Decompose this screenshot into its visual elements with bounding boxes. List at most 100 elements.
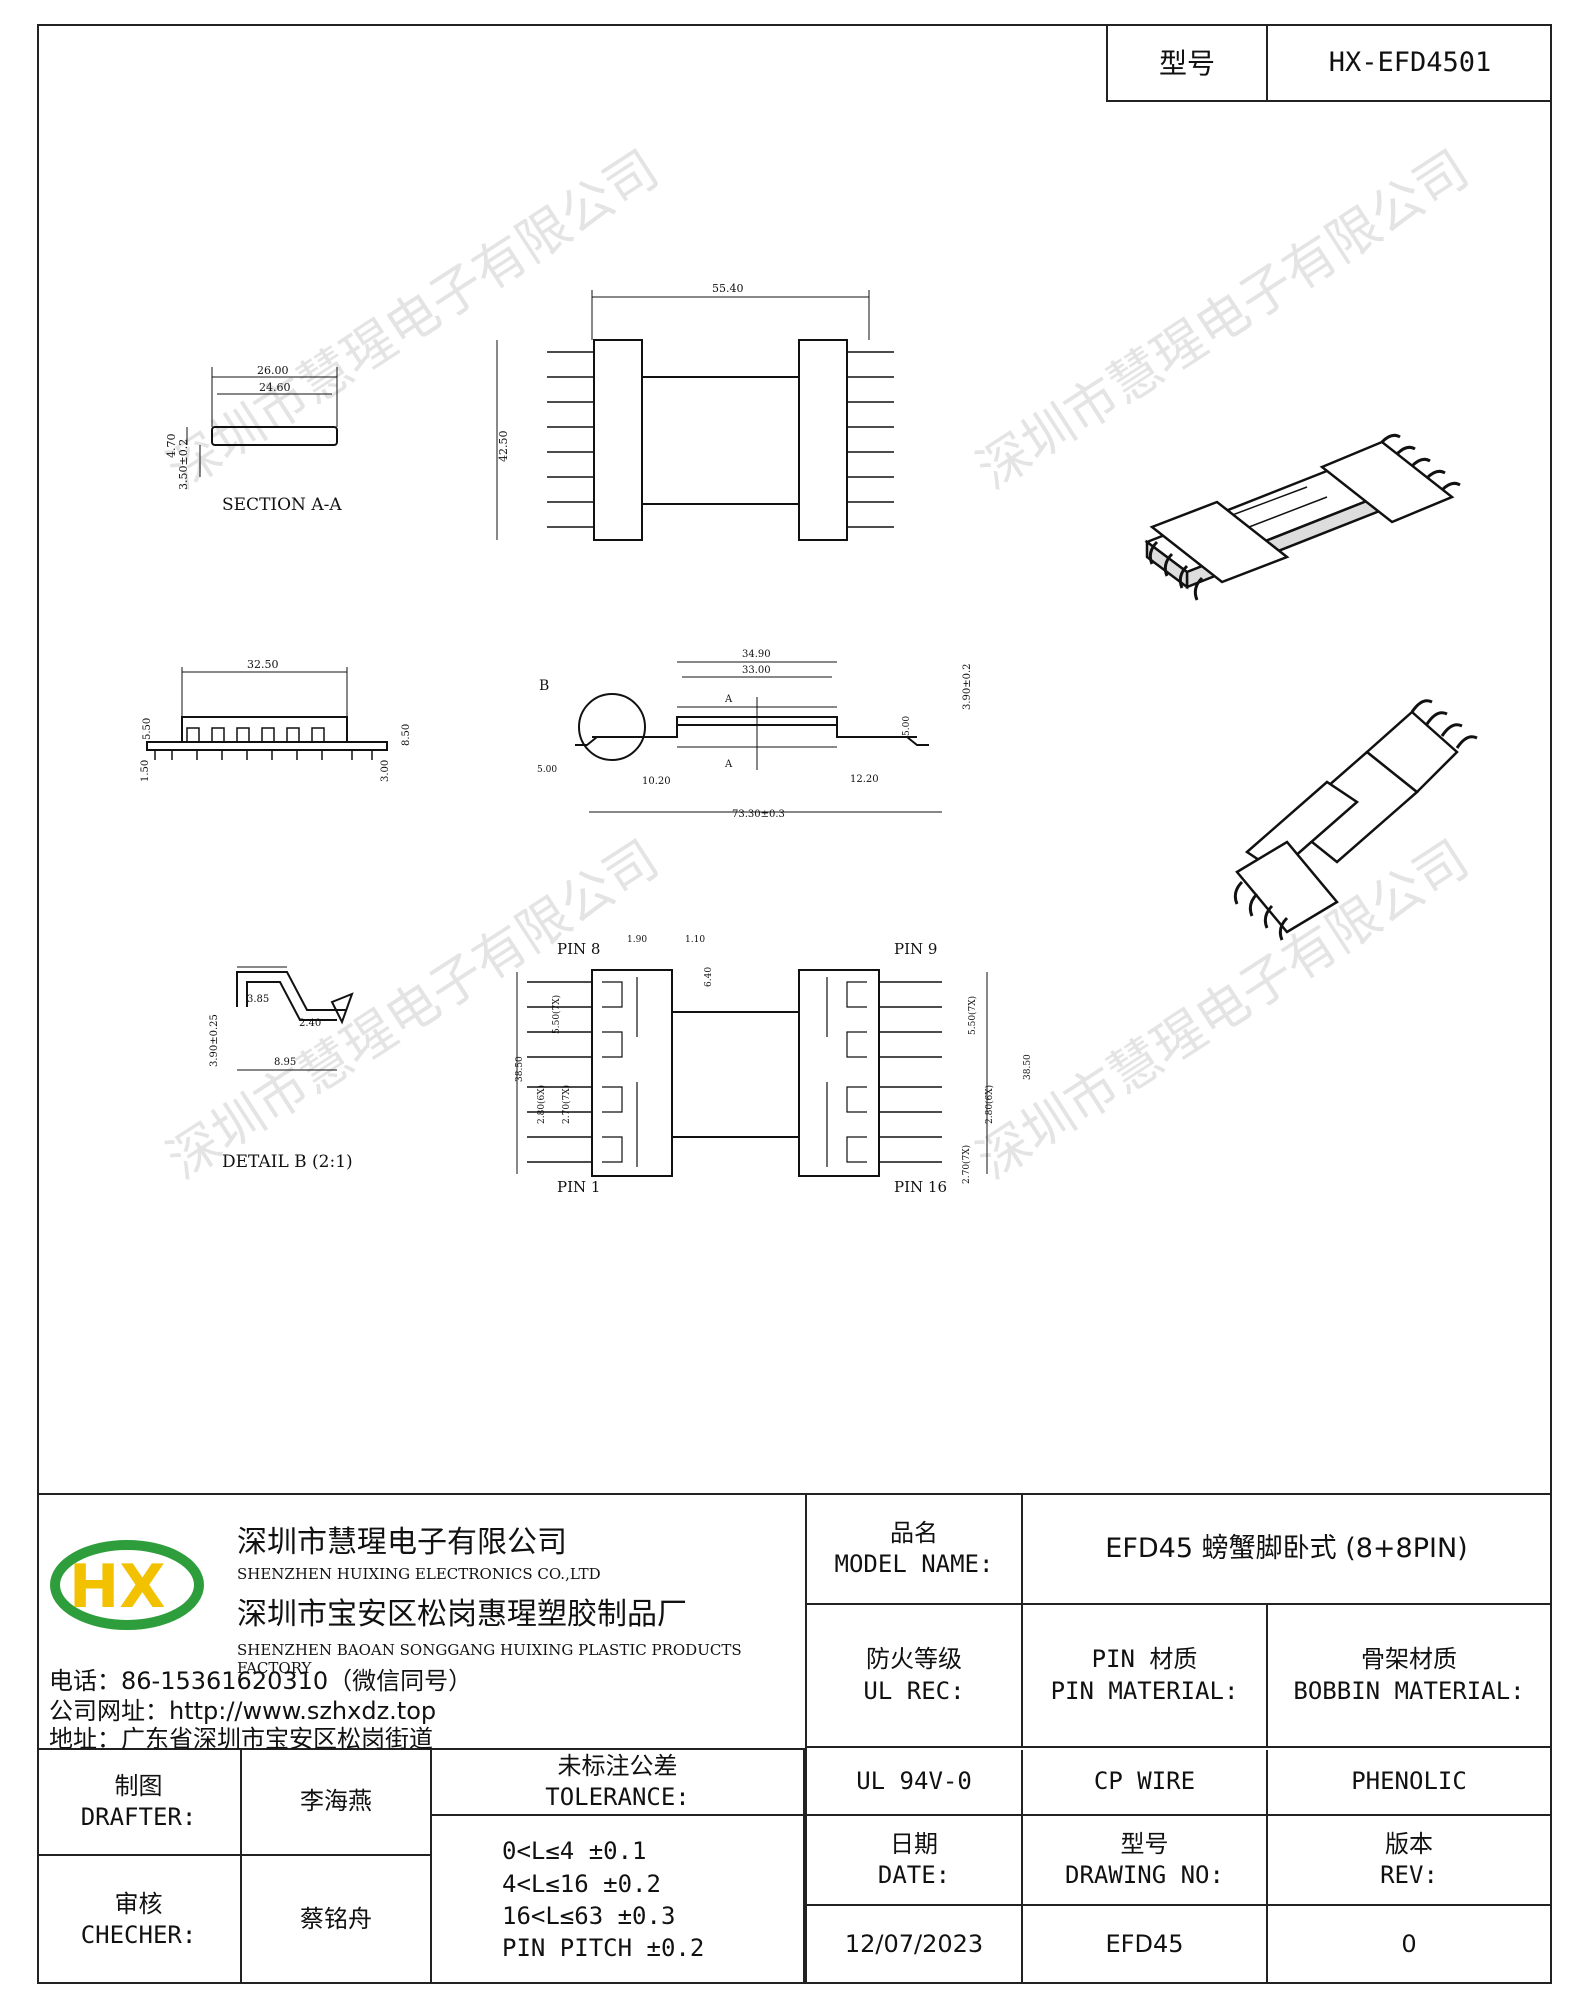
value-text: EFD45 — [1105, 1930, 1184, 1959]
dim-text: 3.85 — [247, 994, 269, 1005]
dim-text: 1.50 — [140, 760, 151, 782]
bobbin-material-label: 骨架材质 BOBBIN MATERIAL: — [1268, 1605, 1552, 1748]
tolerance-table: 0<L≤4 ±0.1 4<L≤16 ±0.2 16<L≤63 ±0.3 PIN … — [432, 1816, 805, 1984]
website-text: 公司网址：http://www.szhxdz.top — [49, 1697, 437, 1725]
label-en: DATE: — [877, 1861, 951, 1889]
date-label: 日期 DATE: — [807, 1816, 1023, 1906]
ul-rec-value: UL 94V-0 — [807, 1750, 1023, 1816]
dim-text: 1.90 — [627, 935, 647, 945]
value-text: 0 — [1401, 1930, 1417, 1959]
pin-view: PIN 8 PIN 9 PIN 1 PIN 16 1.90 1.10 6.40 … — [515, 935, 1033, 1196]
factory-name-en: SHENZHEN BAOAN SONGGANG HUIXING PLASTIC … — [237, 1641, 742, 1677]
pin-material-label: PIN 材质 PIN MATERIAL: — [1023, 1605, 1268, 1748]
company-logo: HX — [50, 1540, 204, 1630]
dim-text: 3.90±0.25 — [209, 1014, 220, 1067]
label-cn: 版本 — [1385, 1829, 1433, 1858]
drawing-no-label: 型号 DRAWING NO: — [1023, 1816, 1268, 1906]
value-text: 12/07/2023 — [844, 1930, 984, 1959]
label-en: DRAFTER: — [80, 1803, 197, 1831]
label-cn: 审核 — [114, 1889, 163, 1918]
label-cn: 骨架材质 — [1361, 1645, 1457, 1674]
pin-label-9: PIN 9 — [894, 940, 937, 958]
side-view: 34.90 33.00 A A B 73.30±0.3 10.20 12.20 … — [537, 649, 973, 820]
rev-value: 0 — [1268, 1906, 1552, 1984]
drawing-no-value: EFD45 — [1023, 1906, 1268, 1984]
dim-text: 38.50 — [515, 1056, 525, 1082]
rev-label: 版本 REV: — [1268, 1816, 1552, 1906]
label-en: BOBBIN MATERIAL: — [1293, 1676, 1525, 1705]
tolerance-row: PIN PITCH ±0.2 — [502, 1934, 705, 1963]
dim-text: 5.50 — [142, 718, 153, 740]
tolerance-row: 16<L≤63 ±0.3 — [502, 1902, 676, 1930]
top-view: 55.40 42.50 — [496, 282, 894, 541]
dim-text: 2.70(7X) — [561, 1085, 572, 1124]
section-a-a-view: 26.00 24.60 4.70 3.50±0.2 SECTION A-A — [165, 364, 342, 515]
technical-drawing: 26.00 24.60 4.70 3.50±0.2 SECTION A-A 55… — [140, 282, 1478, 1196]
label-cn: PIN 材质 — [1091, 1645, 1198, 1674]
dim-text: 42.50 — [497, 431, 510, 463]
dim-text: 2.80(6X) — [984, 1085, 995, 1124]
company-name-cn: 深圳市慧瑆电子有限公司 — [237, 1525, 567, 1560]
drafter-name: 李海燕 — [242, 1750, 432, 1856]
section-marker-a: A — [724, 759, 733, 770]
dim-text: 3.00 — [380, 760, 391, 782]
section-marker-a: A — [724, 694, 733, 705]
model-value: HX-EFD4501 — [1328, 46, 1492, 78]
label-en: TOLERANCE: — [545, 1783, 690, 1811]
detail-label: DETAIL B (2:1) — [222, 1152, 353, 1172]
dim-text: 12.20 — [850, 774, 879, 785]
label-cn: 品名 — [890, 1518, 938, 1547]
isometric-view-top — [1144, 433, 1461, 601]
drawing-sheet-border — [37, 24, 1552, 1984]
date-value: 12/07/2023 — [807, 1906, 1023, 1984]
tolerance-label: 未标注公差 TOLERANCE: — [432, 1750, 805, 1816]
dim-text: 3.90±0.2 — [962, 663, 973, 710]
factory-name-cn: 深圳市宝安区松岗惠瑆塑胶制品厂 — [237, 1597, 687, 1632]
label-cn: 型号 — [1120, 1829, 1169, 1858]
value-text: CP WIRE — [1093, 1767, 1196, 1796]
model-name-value: EFD45 螃蟹脚卧式 (8+8PIN) — [1023, 1495, 1552, 1605]
logo-text: HX — [69, 1552, 165, 1622]
tolerance-row: 0<L≤4 ±0.1 — [502, 1837, 647, 1866]
label-en: UL REC: — [863, 1676, 965, 1705]
model-header-box: 型号 HX-EFD4501 — [1106, 24, 1552, 102]
dim-text: 3.50±0.2 — [177, 439, 190, 490]
dim-text: 1.10 — [685, 935, 705, 945]
label-cn: 未标注公差 — [557, 1751, 678, 1780]
company-info: HX 深圳市慧瑆电子有限公司 SHENZHEN HUIXING ELECTRON… — [37, 1493, 805, 1753]
label-cn: 日期 — [890, 1829, 938, 1858]
dim-text: 2.70(7X) — [961, 1145, 972, 1184]
label-en: CHECHER: — [80, 1921, 197, 1949]
dim-text: 33.00 — [742, 665, 771, 676]
section-label: SECTION A-A — [222, 495, 342, 515]
front-view: 32.50 5.50 8.50 1.50 3.00 — [140, 658, 412, 782]
dim-text: 24.60 — [259, 381, 291, 394]
dim-text: 55.40 — [712, 282, 744, 295]
ul-rec-label: 防火等级 UL REC: — [807, 1605, 1023, 1748]
value-text: 李海燕 — [300, 1787, 372, 1816]
model-label: 型号 — [1108, 24, 1268, 100]
label-en: MODEL NAME: — [834, 1550, 994, 1578]
company-name-en: SHENZHEN HUIXING ELECTRONICS CO.,LTD — [237, 1565, 601, 1583]
dim-text: 10.20 — [642, 776, 671, 787]
tolerance-row: 4<L≤16 ±0.2 — [502, 1869, 661, 1898]
bobbin-material-value: PHENOLIC — [1268, 1750, 1552, 1816]
dim-text: 8.50 — [401, 724, 412, 746]
pin-label-8: PIN 8 — [557, 940, 600, 958]
pin-material-value: CP WIRE — [1023, 1750, 1268, 1816]
drafter-label: 制图 DRAFTER: — [37, 1750, 242, 1856]
address-text: 地址：广东省深圳市宝安区松岗街道 — [49, 1725, 433, 1753]
dim-text: 73.30±0.3 — [732, 809, 785, 820]
label-en: REV: — [1380, 1861, 1438, 1889]
value-text: UL 94V-0 — [856, 1767, 972, 1796]
value-text: EFD45 螃蟹脚卧式 (8+8PIN) — [1105, 1533, 1468, 1565]
label-cn: 防火等级 — [866, 1645, 962, 1674]
dim-text: 26.00 — [257, 364, 289, 377]
pin-label-16: PIN 16 — [894, 1178, 947, 1196]
dim-text: 5.00 — [537, 765, 557, 775]
dim-text: 5.50(7X) — [967, 996, 978, 1035]
dim-text: 34.90 — [742, 649, 771, 660]
label-en: PIN MATERIAL: — [1050, 1676, 1239, 1705]
dim-text: 32.50 — [247, 658, 279, 671]
checker-label: 审核 CHECHER: — [37, 1856, 242, 1984]
